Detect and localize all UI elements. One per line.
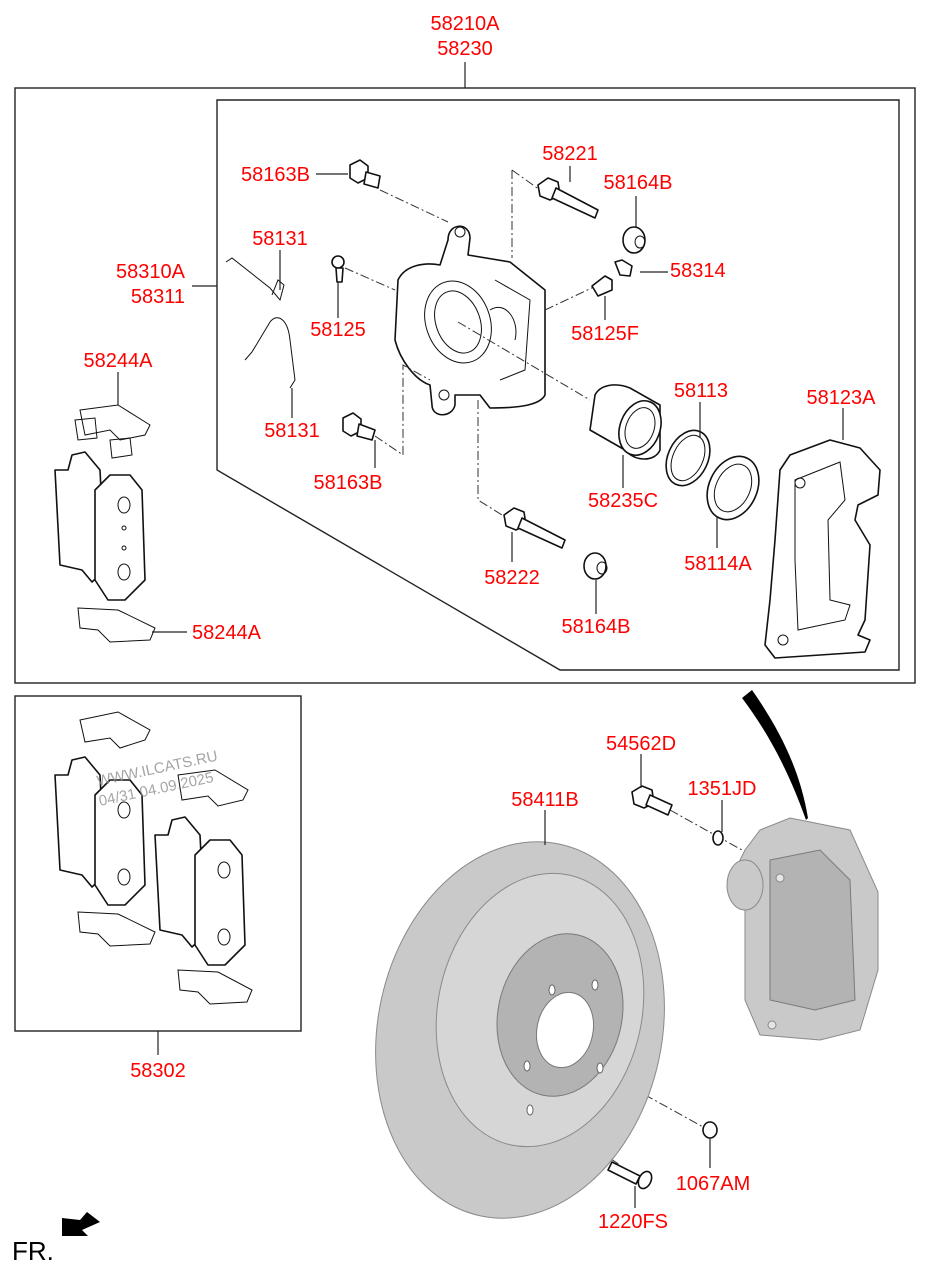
label-58314[interactable]: 58314: [670, 260, 726, 282]
label-58244a-lower[interactable]: 58244A: [192, 622, 262, 644]
piston: [589, 384, 662, 460]
label-58131-lower[interactable]: 58131: [264, 420, 320, 442]
pad-set-contents: [54, 711, 253, 1005]
label-58123a[interactable]: 58123A: [807, 387, 877, 409]
anti-rattle-springs: [225, 257, 296, 389]
label-54562d[interactable]: 54562D: [606, 733, 676, 755]
pad-shims-lower: [77, 607, 156, 643]
label-1220fs[interactable]: 1220FS: [598, 1211, 668, 1233]
guide-pin-upper: [537, 177, 599, 219]
boot-upper: [622, 226, 646, 254]
front-label: FR.: [12, 1236, 54, 1266]
guide-bolt-lower: [342, 412, 376, 441]
caliper-assembly-frame: [14, 87, 916, 684]
leader-lines: [117, 166, 844, 1208]
cap: [614, 259, 633, 277]
guide-bolt-upper: [349, 159, 381, 189]
label-58411b[interactable]: 58411B: [511, 789, 578, 811]
boot-lower: [583, 552, 608, 580]
label-58210a[interactable]: 58210A: [431, 13, 501, 35]
front-direction-indicator: FR.: [12, 1212, 100, 1266]
label-58163b-upper[interactable]: 58163B: [241, 164, 310, 186]
label-58131-upper[interactable]: 58131: [252, 228, 308, 250]
bleeder-screw: [331, 255, 345, 283]
label-58302[interactable]: 58302: [130, 1060, 186, 1082]
assembly-pointer-arrow: [742, 690, 808, 820]
caliper-assembly-render: [726, 817, 879, 1041]
caliper-carrier: [764, 439, 881, 659]
part-labels: 58210A 58230 58163B 58131 58310A 58311 5…: [84, 13, 877, 1233]
label-58311[interactable]: 58311: [131, 286, 185, 308]
label-58310a[interactable]: 58310A: [116, 261, 186, 283]
plug: [702, 1121, 718, 1139]
guide-pin-lower: [503, 507, 566, 549]
watermark: WWW.ILCATS.RU 04/31 04.09.2025: [95, 748, 219, 810]
disc-screw: [607, 1161, 653, 1190]
caliper-subassembly-frame: [216, 99, 900, 671]
frames: [14, 62, 916, 1055]
label-1067am[interactable]: 1067AM: [676, 1173, 751, 1195]
caliper-housing: [394, 225, 546, 416]
label-1351jd[interactable]: 1351JD: [688, 778, 757, 800]
label-58163b-lower[interactable]: 58163B: [314, 472, 383, 494]
label-58125[interactable]: 58125: [310, 319, 366, 341]
label-58164b-upper[interactable]: 58164B: [604, 172, 673, 194]
label-58164b-lower[interactable]: 58164B: [562, 616, 631, 638]
bleeder-screw-f: [591, 275, 613, 297]
front-direction-arrow-icon: [62, 1212, 100, 1236]
label-58235c[interactable]: 58235C: [588, 490, 658, 512]
label-58221[interactable]: 58221: [542, 143, 598, 165]
label-58125f[interactable]: 58125F: [571, 323, 639, 345]
caliper-bolt: [631, 785, 673, 816]
washer: [712, 830, 724, 846]
label-58230[interactable]: 58230: [437, 38, 493, 60]
brake-pads: [54, 451, 146, 601]
label-58113[interactable]: 58113: [674, 380, 728, 402]
label-58222[interactable]: 58222: [484, 567, 540, 589]
pad-shims-upper: [74, 404, 151, 459]
piston-boot: [706, 455, 760, 521]
brake-disc: [375, 841, 665, 1219]
label-58114a[interactable]: 58114A: [684, 553, 752, 575]
label-58244a-upper[interactable]: 58244A: [84, 350, 154, 372]
